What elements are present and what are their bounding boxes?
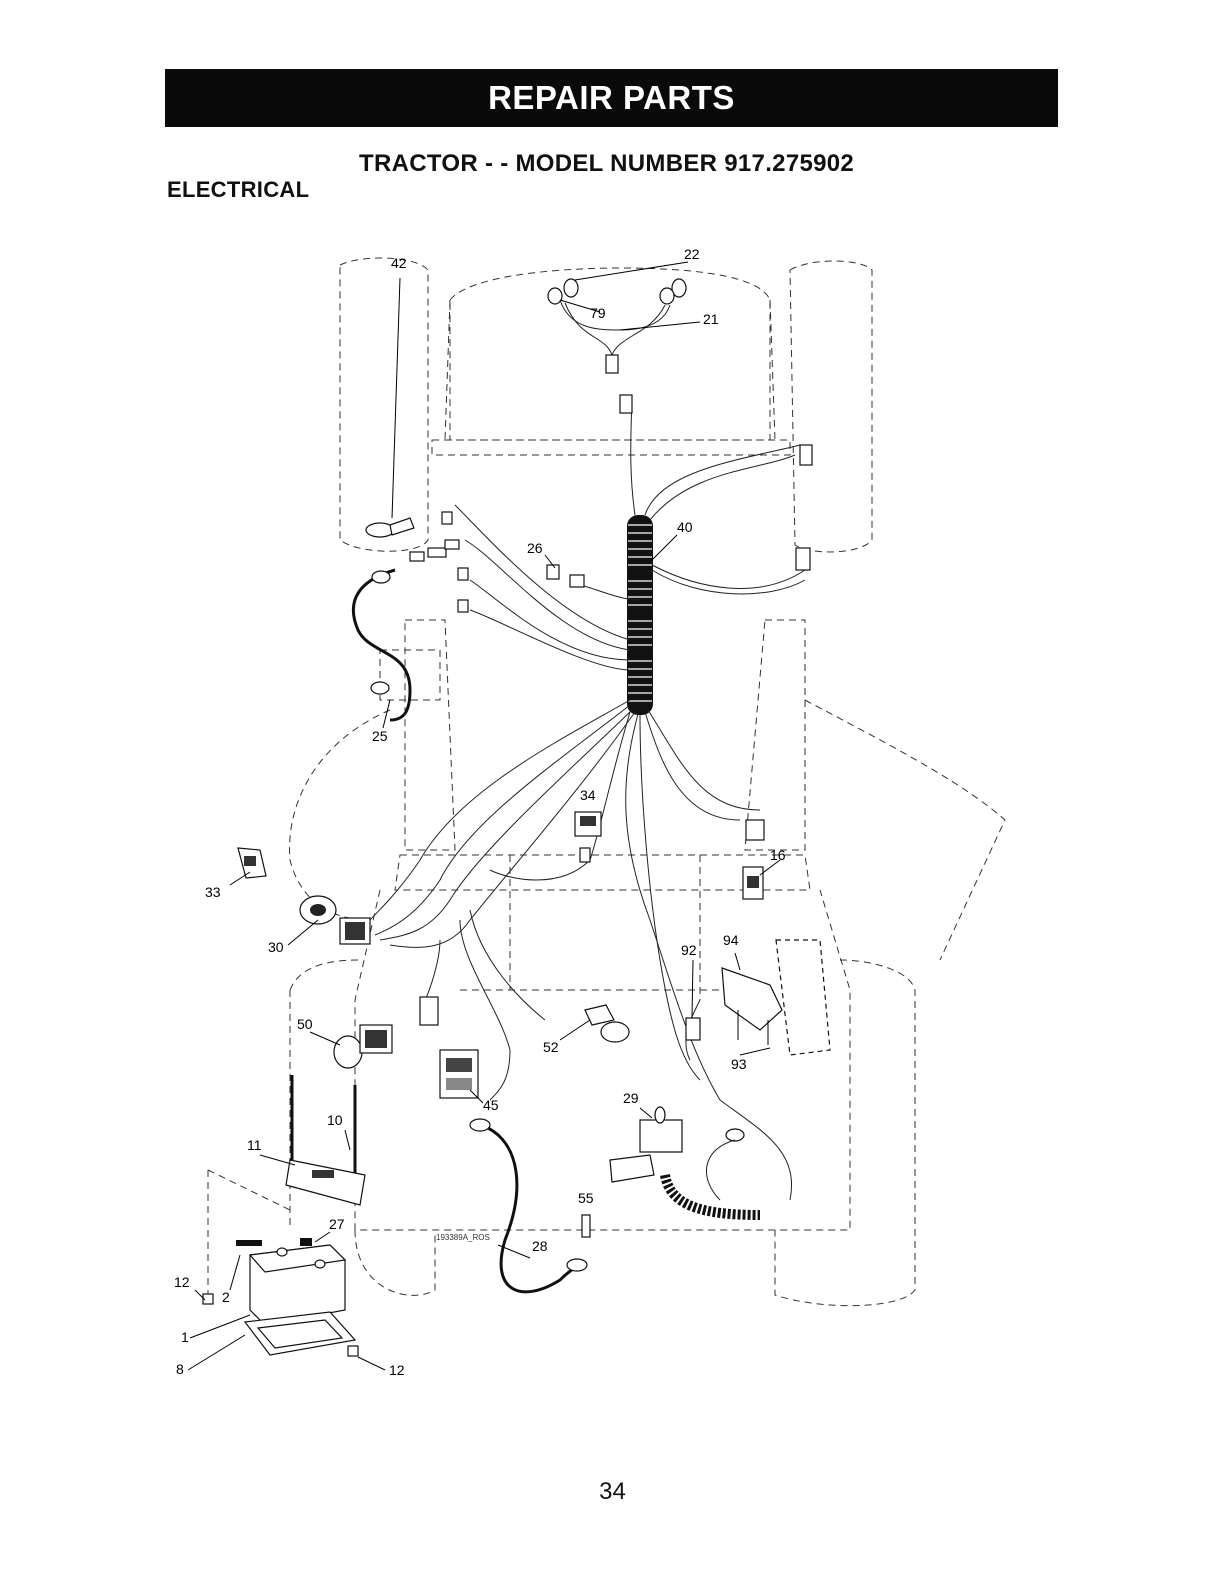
callout-2: 2 bbox=[222, 1289, 230, 1305]
callout-11: 11 bbox=[247, 1137, 262, 1153]
callout-12-right: 12 bbox=[389, 1362, 405, 1378]
callout-26: 26 bbox=[527, 540, 543, 556]
ignition-module bbox=[585, 1005, 629, 1042]
callout-92: 92 bbox=[681, 942, 697, 958]
callout-29: 29 bbox=[623, 1090, 639, 1106]
callout-30: 30 bbox=[268, 939, 284, 955]
callout-45: 45 bbox=[483, 1097, 499, 1113]
callout-50: 50 bbox=[297, 1016, 313, 1032]
tractor-outline bbox=[208, 258, 1005, 1306]
wiring-harness-loom bbox=[627, 515, 653, 715]
pto-switch bbox=[334, 997, 438, 1068]
callout-8: 8 bbox=[176, 1361, 184, 1377]
callout-94: 94 bbox=[723, 932, 739, 948]
ground-wire bbox=[353, 540, 459, 720]
callout-34: 34 bbox=[580, 787, 596, 803]
headlights-assembly bbox=[548, 279, 686, 413]
callout-42: 42 bbox=[391, 255, 407, 271]
callout-55: 55 bbox=[578, 1190, 594, 1206]
hour-meter bbox=[440, 1050, 478, 1098]
callout-25: 25 bbox=[372, 728, 388, 744]
battery-cable bbox=[470, 1119, 590, 1292]
ignition-key bbox=[366, 518, 414, 537]
callout-12-left: 12 bbox=[174, 1274, 190, 1290]
callout-28: 28 bbox=[532, 1238, 548, 1254]
callout-33: 33 bbox=[205, 884, 221, 900]
callout-22: 22 bbox=[684, 246, 700, 262]
page-number: 34 bbox=[0, 1478, 1225, 1506]
callout-40: 40 bbox=[677, 519, 693, 535]
ignition-switch bbox=[300, 896, 370, 944]
callout-79: 79 bbox=[590, 305, 606, 321]
starter-bracket bbox=[238, 848, 266, 878]
callout-93: 93 bbox=[731, 1056, 747, 1072]
callout-21: 21 bbox=[703, 311, 719, 327]
battery-holddown bbox=[286, 1075, 365, 1205]
callout-52: 52 bbox=[543, 1039, 559, 1055]
fuse-holder bbox=[547, 565, 584, 587]
callout-1: 1 bbox=[181, 1329, 189, 1345]
starter-solenoid bbox=[610, 1107, 760, 1215]
callout-10: 10 bbox=[327, 1112, 343, 1128]
drawing-code: 193389A_ROS bbox=[436, 1233, 490, 1242]
interlock-switches bbox=[686, 940, 830, 1055]
callout-27: 27 bbox=[329, 1216, 345, 1232]
callout-16: 16 bbox=[770, 847, 786, 863]
seat-switch-connector bbox=[743, 820, 764, 899]
